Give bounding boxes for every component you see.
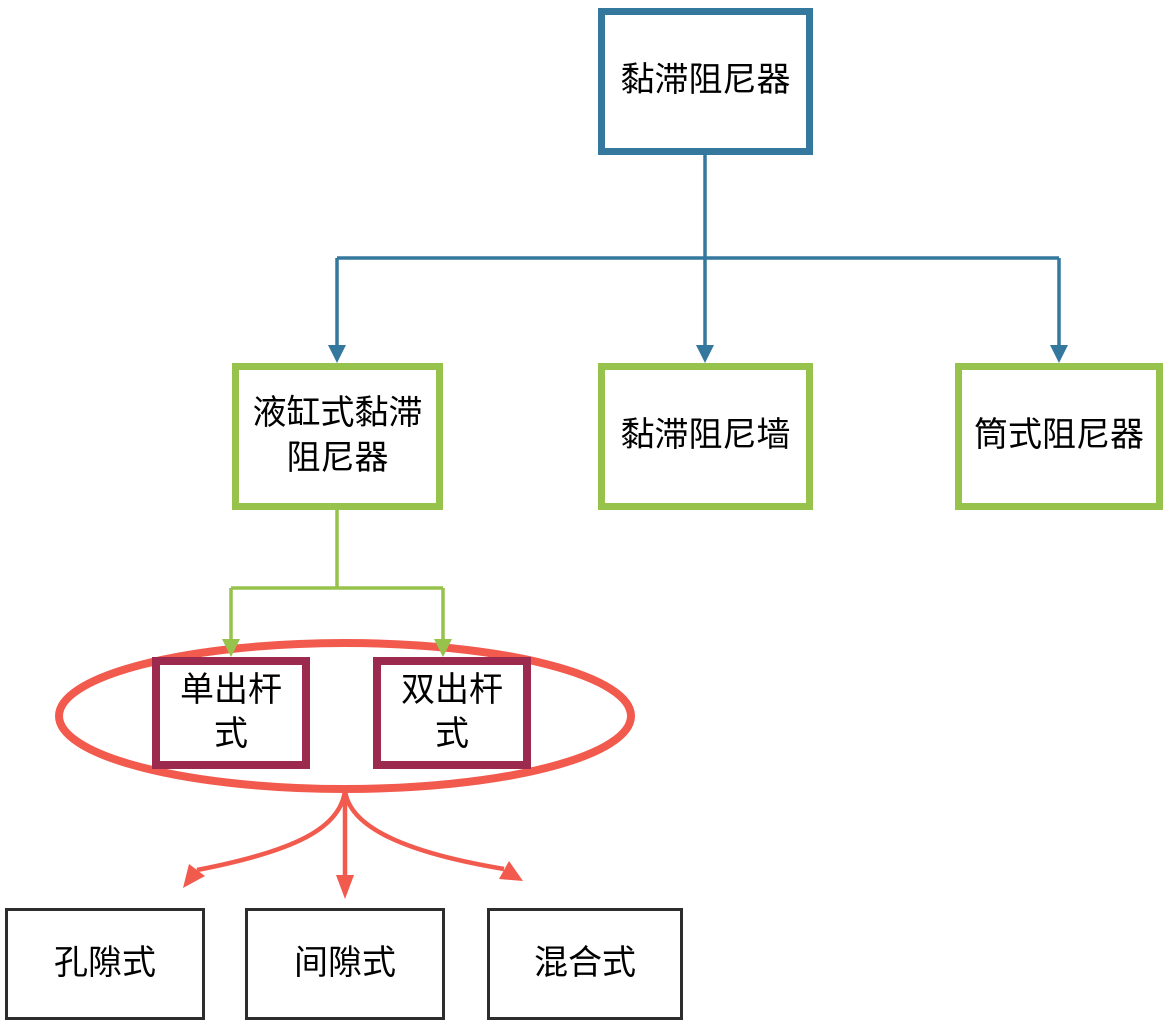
highlight-ellipse [55, 639, 635, 793]
node-hybrid-type: 混合式 [487, 908, 683, 1020]
node-gap-type: 间隙式 [245, 908, 445, 1020]
green-tree-connector [222, 510, 452, 657]
blue-tree-connector [328, 155, 1068, 363]
node-tube-damper: 筒式阻尼器 [955, 363, 1163, 510]
node-cylinder-viscous-damper: 液缸式黏滞 阻尼器 [232, 363, 443, 510]
blue-arrowhead-down-icon [328, 345, 1068, 363]
node-single-rod-type: 单出杆 式 [152, 657, 310, 769]
node-double-rod-type: 双出杆 式 [373, 657, 531, 769]
red-branch-arrows [183, 789, 523, 899]
node-orifice-type: 孔隙式 [5, 908, 205, 1020]
green-arrowhead-down-icon [222, 639, 452, 657]
red-arrowhead-icon [183, 861, 523, 899]
node-viscous-damping-wall: 黏滞阻尼墙 [598, 363, 813, 510]
node-viscous-damper: 黏滞阻尼器 [598, 8, 813, 155]
